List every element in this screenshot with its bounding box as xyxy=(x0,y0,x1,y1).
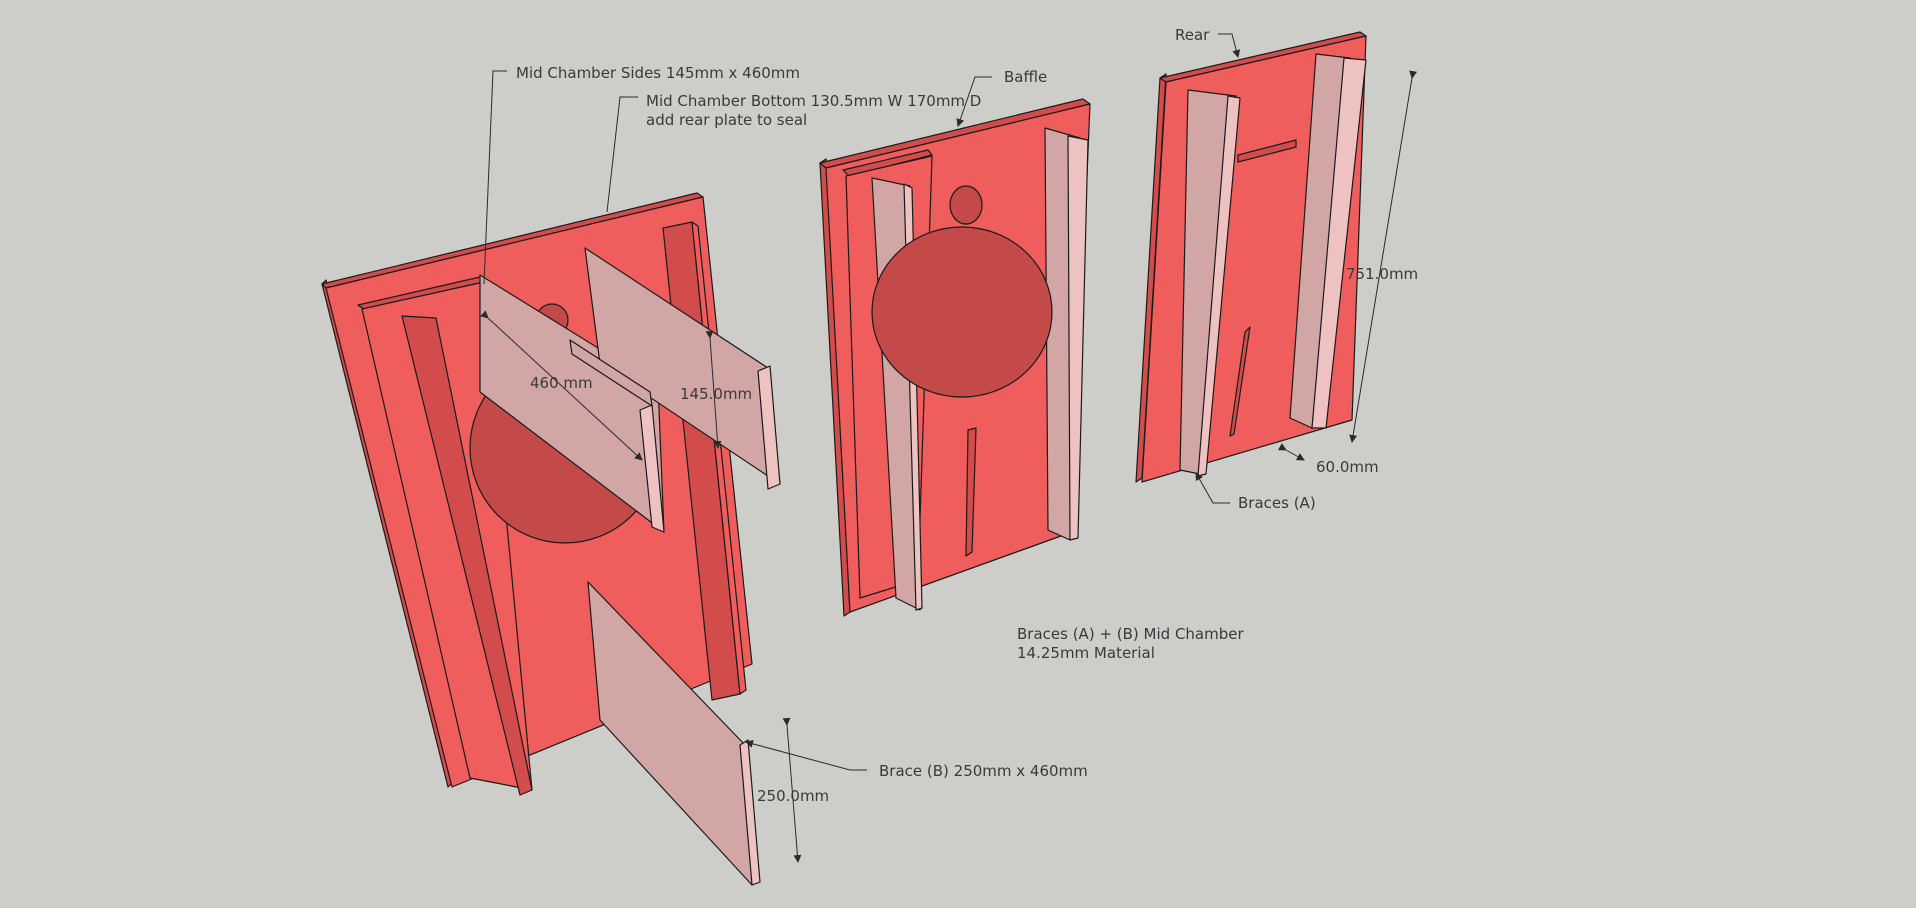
label-rear: Rear xyxy=(1175,26,1210,44)
dim-751 xyxy=(1349,70,1418,443)
dim-label-60: 60.0mm xyxy=(1316,458,1379,476)
dim-145 xyxy=(705,330,722,449)
dim-60 xyxy=(1277,443,1305,461)
dim-label-145: 145.0mm xyxy=(680,385,752,403)
label-braces-a: Braces (A) xyxy=(1238,494,1316,512)
note-line-2: 14.25mm Material xyxy=(1017,644,1155,662)
dim-label-460: 460 mm xyxy=(530,374,593,392)
rear-panel xyxy=(1135,31,1367,483)
dim-460 xyxy=(480,310,643,461)
label-mid-chamber-bottom-2: add rear plate to seal xyxy=(646,111,807,129)
dim-label-250: 250.0mm xyxy=(757,787,829,805)
leader-mid-chamber-bottom xyxy=(606,96,638,213)
baffle-panel xyxy=(819,98,1091,617)
baffle-port-hole xyxy=(949,185,983,225)
leader-baffle xyxy=(956,76,992,127)
label-brace-b: Brace (B) 250mm x 460mm xyxy=(879,762,1088,780)
leader-braces-a xyxy=(1195,472,1230,504)
label-mid-chamber-bottom-1: Mid Chamber Bottom 130.5mm W 170mm D xyxy=(646,92,981,110)
left-panel xyxy=(321,192,781,886)
dim-250 xyxy=(782,717,802,863)
baffle-driver-hole xyxy=(871,226,1053,398)
leader-rear xyxy=(1218,33,1241,58)
leader-brace-b xyxy=(745,739,867,771)
leader-mid-chamber-sides xyxy=(483,70,507,285)
note-line-1: Braces (A) + (B) Mid Chamber xyxy=(1017,625,1244,643)
label-baffle: Baffle xyxy=(1004,68,1047,86)
label-mid-chamber-sides: Mid Chamber Sides 145mm x 460mm xyxy=(516,64,800,82)
dim-label-751: 751.0mm xyxy=(1346,265,1418,283)
